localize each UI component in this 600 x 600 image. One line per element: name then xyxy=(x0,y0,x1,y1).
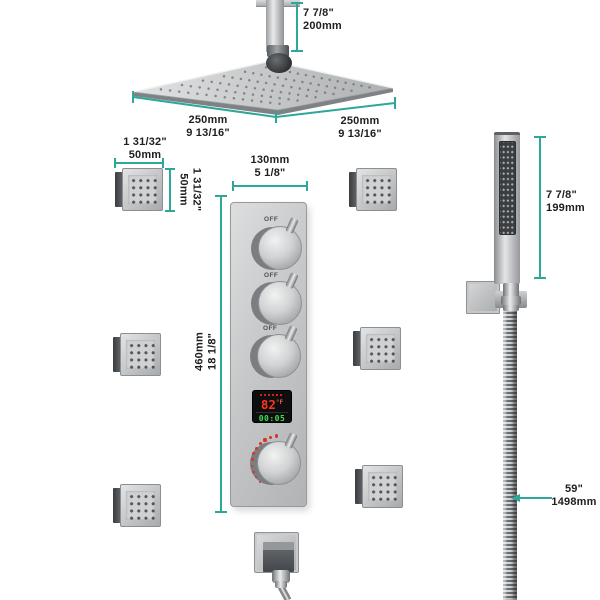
dim-hose-metric: 1498mm xyxy=(551,495,597,508)
dim-label-jet-width: 1 31/32" 50mm xyxy=(112,136,178,161)
dim-hand-imperial: 7 7/8" xyxy=(546,189,577,201)
temperature-dot xyxy=(252,470,255,474)
dim-label-head-left: 250mm 9 13/16" xyxy=(170,114,246,139)
body-jet-flange xyxy=(355,469,363,504)
shower-head-nozzles xyxy=(159,66,371,106)
shower-hose xyxy=(503,310,517,600)
hose-length-dimension xyxy=(511,494,552,502)
shower-arm xyxy=(266,0,284,52)
temperature-dot xyxy=(274,434,279,438)
temperature-dot xyxy=(258,480,261,484)
dim-jet-width-imperial: 1 31/32" xyxy=(123,136,167,148)
timer-readout: 00:05 xyxy=(258,414,286,423)
temperature-unit: °F xyxy=(275,399,284,406)
body-jet-flange xyxy=(113,337,121,372)
body-jet-bottom-left xyxy=(113,484,161,527)
body-jet-flange xyxy=(115,172,123,207)
dim-label-valve-width: 130mm 5 1/8" xyxy=(234,154,306,179)
arm-connector-ball xyxy=(266,53,292,73)
shower-head-rim xyxy=(133,88,393,115)
dim-jet-height-imperial: 1 31/32" xyxy=(190,167,203,212)
knob-cap xyxy=(257,334,301,378)
dim-valve-width-metric: 130mm xyxy=(250,154,290,166)
knob-off-label-2: OFF xyxy=(264,272,279,279)
hand-shower-length-dimension xyxy=(534,136,546,279)
body-jet-mid-right xyxy=(353,327,401,370)
temperature-readout: 82°F xyxy=(253,396,291,411)
dim-valve-height-imperial: 18 1/8" xyxy=(206,332,218,371)
dim-arm-metric: 200mm xyxy=(303,19,342,32)
valve-knob-top xyxy=(251,217,303,271)
dim-jet-width-metric: 50mm xyxy=(128,148,162,161)
dim-head-right-imperial: 9 13/16" xyxy=(338,127,382,140)
body-jet-nozzle-face xyxy=(128,175,157,204)
dim-valve-height-metric: 460mm xyxy=(193,332,206,371)
dim-label-jet-height: 1 31/32" 50mm xyxy=(178,164,203,216)
valve-knob-bottom xyxy=(250,325,302,379)
knob-cap xyxy=(258,226,302,270)
body-jet-nozzle-face xyxy=(366,334,395,363)
temperature-knob xyxy=(250,432,302,486)
dim-head-left-metric: 250mm xyxy=(188,114,228,126)
body-jet-top-right xyxy=(349,168,397,211)
hand-shower-bracket-plate xyxy=(466,281,500,314)
temperature-dot xyxy=(268,435,273,440)
valve-knob-middle xyxy=(251,272,303,326)
dim-label-arm: 7 7/8" 200mm xyxy=(303,7,342,32)
valve-width-dimension xyxy=(232,181,308,191)
dim-head-right-metric: 250mm xyxy=(340,115,380,127)
outlet-hose-ring xyxy=(275,581,287,588)
knob-off-label-3: OFF xyxy=(263,325,278,332)
dim-jet-height-metric: 50mm xyxy=(178,173,190,206)
body-jet-flange xyxy=(113,488,121,523)
dim-hose-imperial: 59" xyxy=(564,483,584,495)
dim-hand-metric: 199mm xyxy=(546,201,585,214)
jet-height-dimension xyxy=(165,168,175,212)
hand-shower-connector-nut xyxy=(501,296,521,305)
head-width-dimension xyxy=(132,91,396,123)
body-jet-bottom-right xyxy=(355,465,403,508)
knob-cap xyxy=(257,441,301,485)
wall-outlet-cube xyxy=(263,542,294,572)
dim-arm-imperial: 7 7/8" xyxy=(303,7,334,19)
valve-height-dimension xyxy=(215,195,227,513)
dim-label-valve-height: 460mm 18 1/8" xyxy=(194,326,219,378)
display-divider xyxy=(256,412,288,414)
temperature-dot xyxy=(252,452,256,456)
knob-off-label-1: OFF xyxy=(264,216,279,223)
temperature-dot xyxy=(258,441,262,446)
outlet-hose-nut xyxy=(272,570,290,583)
body-jet-flange xyxy=(349,172,357,207)
dim-valve-width-imperial: 5 1/8" xyxy=(254,166,286,179)
body-jet-nozzle-face xyxy=(368,472,397,501)
digital-display: 82°F 00:05 xyxy=(252,390,292,423)
body-jet-nozzle-face xyxy=(126,340,155,369)
temperature-dot xyxy=(250,464,254,468)
body-jet-nozzle-face xyxy=(362,175,391,204)
body-jet-mid-left xyxy=(113,333,161,376)
temperature-value: 82 xyxy=(260,397,276,413)
dim-label-hose: 59" 1498mm xyxy=(542,483,600,508)
temperature-dot xyxy=(250,458,254,462)
temperature-dot xyxy=(254,476,258,479)
body-jet-flange xyxy=(353,331,361,366)
knob-cap xyxy=(258,281,302,325)
jet-width-dimension xyxy=(114,158,164,168)
body-jet-nozzle-face xyxy=(126,491,155,520)
dim-head-left-imperial: 9 13/16" xyxy=(186,126,230,139)
hand-shower-spray-face xyxy=(499,141,516,235)
dim-label-head-right: 250mm 9 13/16" xyxy=(322,115,398,140)
temperature-dot xyxy=(263,438,267,442)
temperature-dot xyxy=(254,446,258,450)
body-jet-top-left xyxy=(115,168,163,211)
dim-label-hand-shower: 7 7/8" 199mm xyxy=(546,189,585,214)
arm-height-dimension xyxy=(291,2,303,52)
display-scale-ticks xyxy=(259,394,285,396)
temperature-scale-dots xyxy=(250,434,302,486)
